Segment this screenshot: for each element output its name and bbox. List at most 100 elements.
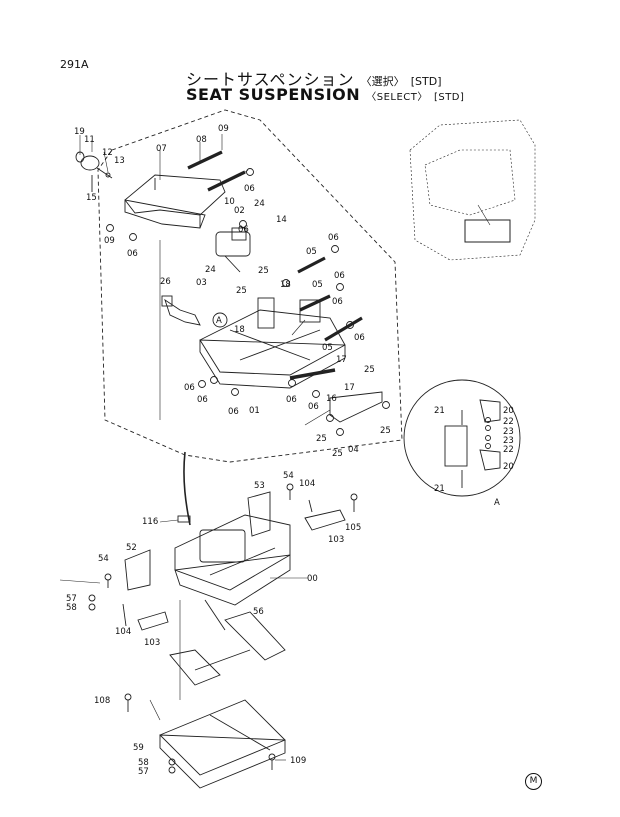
callout: 14 <box>276 215 287 225</box>
title-jp-select: 〈選択〉 <box>360 75 405 88</box>
bushing-26 <box>161 295 173 307</box>
bracket-53 <box>247 491 271 537</box>
callout: 24 <box>254 199 265 209</box>
assembly-dashed-boundary <box>97 109 403 463</box>
callout: 103 <box>328 535 344 545</box>
callout: 58 <box>66 603 77 613</box>
callout: 10 <box>224 197 235 207</box>
callout: 57 <box>66 594 77 604</box>
title-en-select: 〈SELECT〉 <box>366 92 428 103</box>
callout: 06 <box>184 383 195 393</box>
floor-plate <box>159 699 286 789</box>
callout: 09 <box>104 236 115 246</box>
callout: 25 <box>236 286 247 296</box>
callout: 54 <box>98 554 109 564</box>
callout: 18 <box>234 325 245 335</box>
callout: 06 <box>334 271 345 281</box>
callout: 06 <box>228 407 239 417</box>
bolts <box>88 483 358 774</box>
rod-05a <box>297 256 326 274</box>
upper-frame <box>124 174 226 229</box>
callout: 108 <box>94 696 110 706</box>
detail-circle-a <box>403 379 521 497</box>
title-english: SEAT SUSPENSION 〈SELECT〉 [STD] <box>186 85 464 104</box>
title-jp-main: シートサスペンション <box>186 70 355 89</box>
callout: A <box>494 498 500 508</box>
callout: 116 <box>142 517 158 527</box>
slide-rail <box>169 599 286 686</box>
callout: 17 <box>344 383 355 393</box>
callout: 06 <box>328 233 339 243</box>
callout: 20 <box>503 462 514 472</box>
callout: 01 <box>249 406 260 416</box>
callout: 104 <box>299 479 315 489</box>
callout: 04 <box>348 445 359 455</box>
connector-line <box>183 451 191 526</box>
adjust-knob <box>75 151 113 192</box>
title-jp-std: [STD] <box>410 75 442 88</box>
callout: 03 <box>196 278 207 288</box>
callout: 06 <box>286 395 297 405</box>
callout: 06 <box>197 395 208 405</box>
bracket-103b <box>137 611 169 631</box>
title-en-main: SEAT SUSPENSION <box>186 85 361 104</box>
callout: 56 <box>253 607 264 617</box>
callout: 54 <box>283 471 294 481</box>
callout: 06 <box>238 225 249 235</box>
rod-10 <box>207 170 246 192</box>
callout: 17 <box>336 355 347 365</box>
callout: 13 <box>114 156 125 166</box>
callout: 26 <box>160 277 171 287</box>
lower-base <box>174 514 291 606</box>
callout: 06 <box>332 297 343 307</box>
title-en-std: [STD] <box>433 92 465 103</box>
callout: 02 <box>234 206 245 216</box>
callout: 05 <box>322 343 333 353</box>
scissor-frame <box>199 297 346 389</box>
callout: 06 <box>244 184 255 194</box>
callout: A <box>216 316 222 326</box>
callout: 58 <box>138 758 149 768</box>
callout: 06 <box>127 249 138 259</box>
callout: 104 <box>115 627 131 637</box>
callout: 06 <box>354 333 365 343</box>
callout: 53 <box>254 481 265 491</box>
callout: 21 <box>434 406 445 416</box>
detail-a-parts <box>444 399 501 488</box>
callout: 22 <box>503 445 514 455</box>
title-japanese: シートサスペンション 〈選択〉 [STD] <box>186 66 442 90</box>
callout: 22 <box>503 417 514 427</box>
callout: 08 <box>196 135 207 145</box>
callout: 12 <box>102 148 113 158</box>
detail-marker-a <box>212 312 228 328</box>
damper-02 <box>215 227 251 273</box>
callout: 05 <box>312 280 323 290</box>
leader-lines <box>59 134 331 761</box>
callout: 23 <box>503 436 514 446</box>
callout: 52 <box>126 543 137 553</box>
callout: 57 <box>138 767 149 777</box>
callout-labels: 19 11 12 13 15 07 08 09 06 10 09 06 02 2… <box>66 124 514 777</box>
manual-mark-icon: M <box>525 773 542 790</box>
washers <box>106 168 390 436</box>
callout: 25 <box>332 449 343 459</box>
callout: 109 <box>290 756 306 766</box>
callout: 105 <box>345 523 361 533</box>
callout: 25 <box>316 434 327 444</box>
rod-05c <box>324 316 363 342</box>
callout: 05 <box>306 247 317 257</box>
link-03 <box>164 298 201 326</box>
callout: 59 <box>133 743 144 753</box>
callout: 18 <box>280 280 291 290</box>
bracket-52 <box>124 549 151 591</box>
callout: 20 <box>503 406 514 416</box>
rod-05b <box>299 294 331 312</box>
cab-sketch <box>409 119 536 261</box>
rod-08 <box>187 150 223 170</box>
page-number: 291A <box>60 58 89 71</box>
callout: 21 <box>434 484 445 494</box>
callout: 00 <box>307 574 318 584</box>
callout: 06 <box>308 402 319 412</box>
callout: 25 <box>380 426 391 436</box>
